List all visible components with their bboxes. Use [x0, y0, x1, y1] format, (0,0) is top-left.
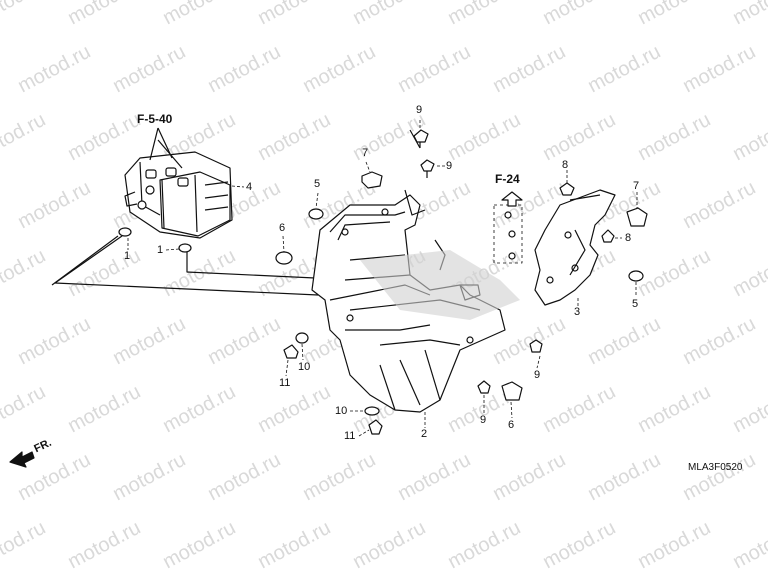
washer-10a	[295, 332, 309, 344]
callout-9: 9	[480, 414, 487, 426]
washer-5a	[308, 208, 324, 220]
bolt-8a	[559, 182, 575, 196]
callout-4: 4	[246, 181, 253, 193]
callout-9: 9	[446, 160, 453, 172]
diagram-code: MLA3F0520	[688, 462, 743, 473]
bolt-11b	[368, 419, 383, 435]
bolt-11a	[283, 344, 299, 359]
bolt-9-right	[529, 339, 543, 353]
bolt-9-top	[409, 129, 429, 149]
callout-11: 11	[344, 430, 356, 442]
bolt-9-lower	[477, 380, 491, 394]
callout-10: 10	[335, 405, 348, 417]
callout-6: 6	[508, 419, 515, 431]
bracket-floor-texture	[360, 250, 520, 320]
callout-7: 7	[633, 180, 640, 192]
callout-6: 6	[279, 222, 286, 234]
washer-5b	[628, 270, 644, 282]
callout-7: 7	[362, 147, 369, 159]
grommet-6a	[275, 251, 293, 265]
callout-9: 9	[416, 104, 423, 116]
callout-3: 3	[574, 306, 581, 318]
ref-label-f24: F-24	[495, 172, 520, 186]
grommet-7a	[361, 171, 383, 189]
grommet-7b	[626, 207, 648, 227]
bolt-8b	[601, 229, 615, 243]
callout-2: 2	[421, 428, 428, 440]
callout-10: 10	[298, 361, 311, 373]
callout-11: 11	[279, 377, 291, 389]
bolt-9-second	[420, 159, 435, 178]
grommet-1b	[178, 243, 192, 253]
ref-label-f540: F-5-40	[137, 112, 173, 126]
grommet-6b	[501, 381, 523, 401]
callout-8: 8	[625, 232, 632, 244]
callout-9: 9	[534, 369, 541, 381]
callout-8: 8	[562, 159, 569, 171]
callout-1: 1	[124, 250, 131, 262]
callout-1: 1	[157, 244, 164, 256]
grommet-1a	[118, 227, 132, 237]
callout-5: 5	[632, 298, 639, 310]
right-bracket	[534, 189, 616, 306]
abs-modulator	[124, 151, 233, 239]
washer-10b	[364, 406, 380, 416]
front-arrow	[9, 451, 35, 468]
callout-5: 5	[314, 178, 321, 190]
